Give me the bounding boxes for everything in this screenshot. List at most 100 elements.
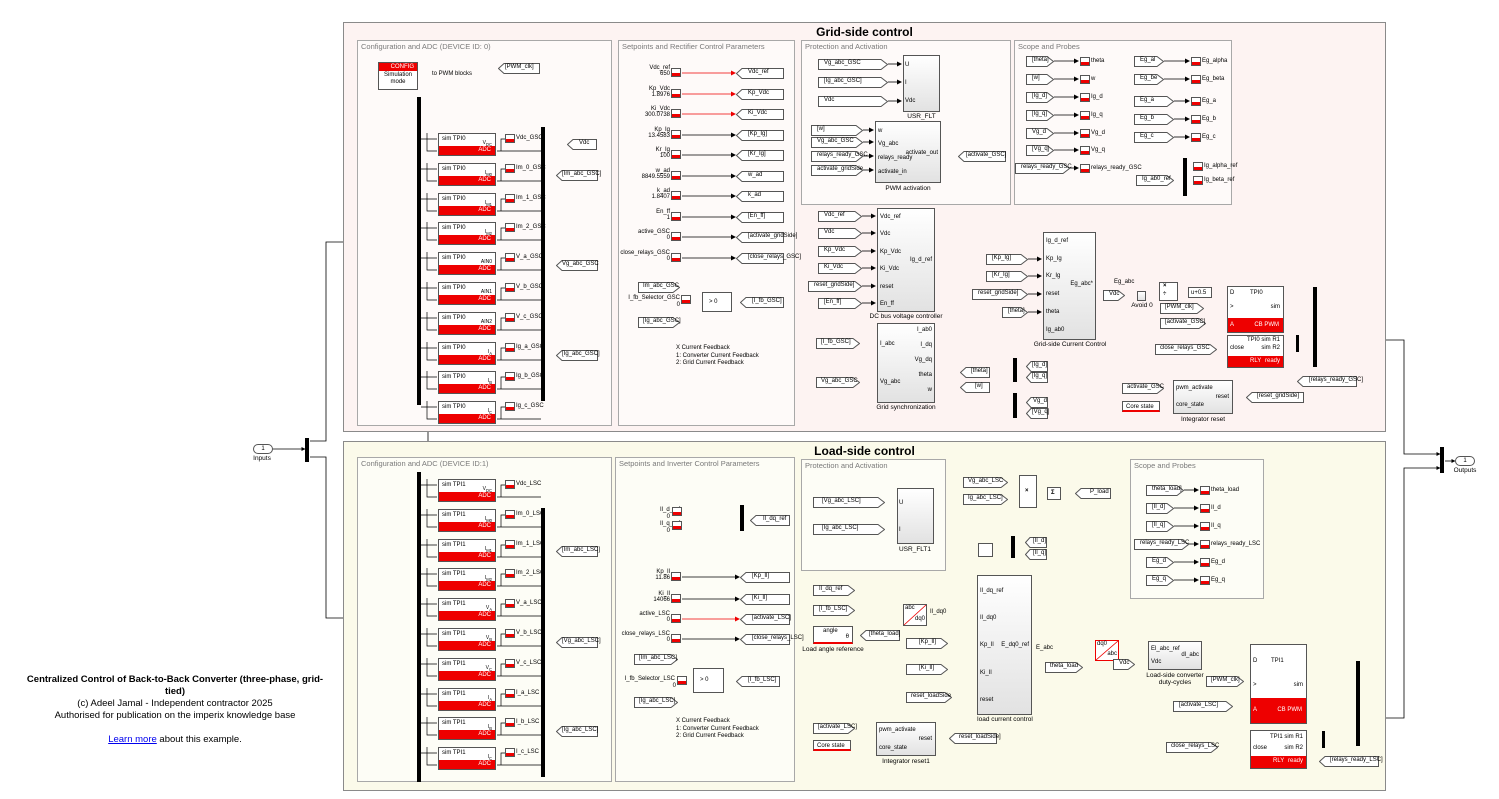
switch-block-lsc[interactable]: > 0: [693, 668, 724, 693]
param-const-block[interactable]: [671, 129, 681, 139]
tag-im-abc-lsc-in[interactable]: [Im_abc_LSC]: [634, 654, 678, 665]
probe-block[interactable]: [505, 509, 515, 519]
bias-block[interactable]: u+0.5: [1188, 287, 1212, 298]
tag-vg-abc-lsc[interactable]: [Vg_abc_LSC]: [556, 637, 601, 648]
abc-to-dq0-block[interactable]: abc dq0: [903, 604, 927, 626]
tag-theta[interactable]: [theta]: [960, 367, 990, 378]
outputs-mux[interactable]: [1440, 447, 1444, 473]
tag-i-fb-gsc-in[interactable]: [I_fb_GSC]: [816, 338, 860, 349]
dc-bus-controller-block[interactable]: Vdc_ref Vdc Kp_Vdc Ki_Vdc reset En_ff Ig…: [877, 208, 935, 312]
avoid-zero-block[interactable]: [1137, 291, 1146, 301]
tag-reset-loadside[interactable]: reset_loadSide]: [949, 733, 1001, 744]
scope-probe[interactable]: [1200, 486, 1210, 495]
probe-block[interactable]: [505, 599, 515, 609]
scope-from-tag[interactable]: Eg_b: [1134, 114, 1174, 125]
pwm-input-tag[interactable]: Vg_abc_GSC: [811, 137, 863, 148]
tag-il-dq-ref[interactable]: Il_dq_ref: [750, 515, 790, 526]
inport-inputs[interactable]: 1: [253, 444, 273, 454]
idq-demux[interactable]: [1013, 358, 1017, 382]
scope-probe[interactable]: [1080, 75, 1090, 84]
switch-block-gsc[interactable]: > 0: [702, 292, 732, 312]
load-adc-bus[interactable]: [417, 472, 421, 782]
scope-probe[interactable]: [1080, 57, 1090, 66]
divide-block[interactable]: × ÷: [1159, 282, 1178, 301]
selector-const-gsc[interactable]: [681, 295, 691, 304]
tag-il-q[interactable]: [Il_q]: [1025, 549, 1047, 560]
param-const-block[interactable]: [671, 232, 681, 241]
load-angle-block[interactable]: angle θ: [813, 626, 853, 644]
config-block[interactable]: CONFIG Simulation mode: [378, 62, 418, 90]
param-goto-tag[interactable]: Vdc_ref: [736, 68, 784, 79]
probe-block[interactable]: [505, 718, 515, 728]
gcc-input-tag[interactable]: [Kp_Ig]: [986, 254, 1028, 265]
tag-activate-gsc-in[interactable]: [activate_GSC]: [1160, 318, 1206, 329]
tag-ig-abc-gsc[interactable]: [Ig_abc_GSC]: [556, 350, 600, 361]
param-const-block[interactable]: [671, 109, 681, 118]
core-state-lsc[interactable]: Core state: [813, 740, 851, 751]
param-const-block[interactable]: [671, 614, 681, 623]
dcbus-input-tag[interactable]: [En_ff]: [818, 298, 862, 309]
tag-activate-gsc[interactable]: [activate_GSC]: [958, 151, 1006, 162]
rly-block-lsc[interactable]: TPI1 sim R1 close sim R2 RLY ready: [1250, 730, 1307, 769]
scope-from-tag[interactable]: [Ig_q]: [1026, 110, 1054, 121]
tag-ig-abc-lsc[interactable]: [Ig_abc_LSC]: [556, 726, 598, 737]
probe-block[interactable]: [505, 312, 515, 322]
probe-block[interactable]: [505, 480, 515, 489]
tag-il-dq-ref-in[interactable]: Il_dq_ref: [813, 585, 855, 596]
relay-mux-gsc[interactable]: [1296, 335, 1299, 352]
outport-outputs[interactable]: 1: [1455, 456, 1475, 466]
tag-im-abc-lsc[interactable]: [Im_abc_LSC]: [556, 546, 600, 557]
grid-sync-block[interactable]: I_abc Vg_abc I_ab0 I_dq Vg_dq theta w: [877, 323, 935, 403]
scope-probe[interactable]: [1191, 115, 1201, 124]
tag-vdc-duty[interactable]: Vdc: [1113, 659, 1135, 670]
tag-ig-d[interactable]: [Ig_d]: [1026, 361, 1048, 372]
selector-const-lsc[interactable]: [677, 676, 687, 685]
scope-from-tag[interactable]: relays_ready_LSC: [1134, 539, 1189, 550]
param-goto-tag[interactable]: [activate_LSC]: [740, 614, 791, 625]
pwm-input-tag[interactable]: activate_gridSide: [811, 165, 863, 176]
probe-block[interactable]: [505, 748, 515, 758]
learn-more-link[interactable]: Learn more: [108, 734, 157, 745]
scope-probe[interactable]: [1200, 576, 1210, 585]
tag-vdc-pwm[interactable]: Vdc: [1103, 290, 1125, 301]
scope-from-tag[interactable]: Eg_d: [1146, 557, 1174, 568]
tag-im-abc-gsc[interactable]: [Im_abc_GSC]: [556, 170, 601, 181]
scope-probe[interactable]: [1080, 111, 1090, 120]
param-goto-tag[interactable]: [Kr_Ig]: [736, 150, 784, 161]
scope-probe[interactable]: [1191, 97, 1201, 106]
pwm-mux-gsc[interactable]: [1313, 287, 1317, 367]
probe-block[interactable]: [505, 134, 515, 143]
probe-block[interactable]: [505, 193, 515, 203]
load-ig-mux[interactable]: [541, 692, 545, 777]
scope-probe[interactable]: [1080, 146, 1090, 155]
tag-vg-abc-gsc-sync[interactable]: Vg_abc_GSC: [816, 377, 860, 388]
param-const-block[interactable]: [671, 88, 681, 98]
scope-probe[interactable]: [1080, 164, 1090, 173]
vgdq-demux[interactable]: [1013, 393, 1017, 418]
integrator-reset-block[interactable]: pwm_activate core_state reset: [1173, 380, 1233, 414]
param-const-block[interactable]: [671, 150, 681, 159]
pwm-input-tag[interactable]: [w]: [811, 125, 863, 136]
load-current-control-block[interactable]: Il_dq_ref Il_dq0 Kp_Il Ki_Il reset E_dq0…: [977, 575, 1032, 715]
param-const-block[interactable]: [671, 191, 681, 200]
probe-block[interactable]: [505, 342, 515, 352]
param-const-block[interactable]: [671, 594, 681, 603]
scope-probe[interactable]: [1200, 540, 1210, 549]
tag-close-relays-lsc-in[interactable]: close_relays_LSC: [1166, 742, 1219, 753]
gcc-input-tag[interactable]: reset_gridSide]: [972, 289, 1028, 300]
grid-current-control-block[interactable]: Ig_d_ref Kp_Ig Kr_Ig reset theta Ig_ab0 …: [1043, 232, 1096, 340]
cb-pwm-block-lsc[interactable]: D TPI1 > sim A CB PWM: [1250, 644, 1307, 724]
scope-from-tag[interactable]: Eg_q: [1146, 575, 1174, 586]
scope-probe[interactable]: [1200, 522, 1210, 531]
gcc-input-tag[interactable]: [theta]: [1002, 307, 1028, 318]
scope-from-tag[interactable]: [Vg_q]: [1026, 145, 1054, 156]
param-const-block[interactable]: [671, 170, 681, 180]
